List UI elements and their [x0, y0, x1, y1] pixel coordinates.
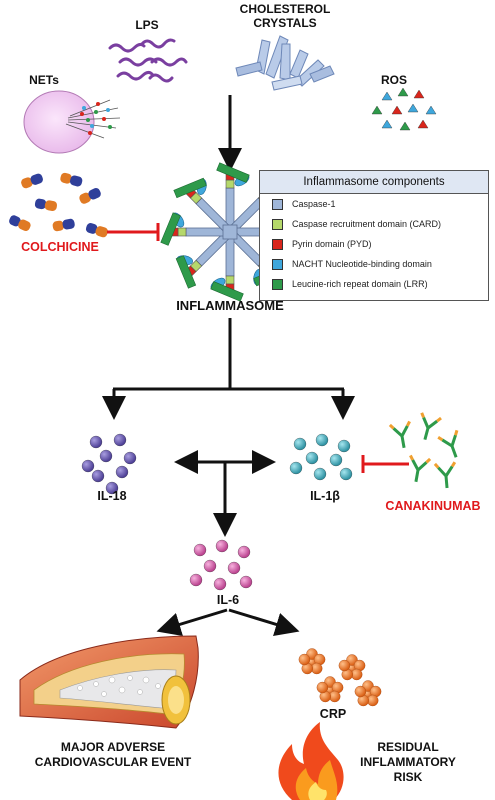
branch-arrows [102, 318, 355, 420]
legend-label: NACHT Nucleotide-binding domain [292, 259, 432, 269]
cholesterol-label-line1: CHOLESTEROL [240, 2, 331, 16]
legend-item-caspase-1: Caspase-1 [260, 194, 488, 214]
colchicine-label: COLCHICINE [21, 240, 99, 254]
il6-label: IL-6 [217, 593, 239, 607]
risk-label-line1: RESIDUAL [377, 740, 438, 754]
legend-swatch-nacht [272, 258, 283, 270]
fire-icon [278, 722, 344, 800]
cholesterol-crystals-icon [235, 35, 335, 91]
legend-title: Inflammasome components [260, 171, 488, 194]
legend-swatch-card [272, 218, 283, 230]
risk-label-line3: RISK [394, 770, 423, 784]
legend-label: Caspase recruitment domain (CARD) [292, 219, 442, 229]
canakinumab-inhibition-line [361, 455, 409, 473]
colchicine-inhibition-line [107, 223, 160, 241]
legend-item-lrr: Leucine-rich repeat domain (LRR) [260, 274, 488, 294]
il18-molecules-icon [81, 433, 137, 495]
il-crosstalk-arrows [174, 450, 276, 537]
legend-label: Caspase-1 [292, 199, 336, 209]
ros-label: ROS [381, 73, 407, 87]
legend-label: Leucine-rich repeat domain (LRR) [292, 279, 428, 289]
legend-swatch-lrr [272, 278, 283, 290]
canakinumab-label: CANAKINUMAB [385, 499, 480, 513]
inflammasome-structure-icon [160, 162, 300, 302]
il6-molecules-icon [189, 539, 253, 591]
legend-item-pyd: Pyrin domain (PYD) [260, 234, 488, 254]
legend-item-card: Caspase recruitment domain (CARD) [260, 214, 488, 234]
lps-icon [108, 38, 188, 83]
risk-label-line2: INFLAMMATORY [360, 755, 456, 769]
nets-cell-icon [23, 90, 121, 154]
il18-label: IL-18 [97, 489, 126, 503]
il1b-molecules-icon [289, 433, 353, 481]
ros-icon [371, 87, 437, 131]
inflammasome-label: INFLAMMASOME [176, 298, 284, 313]
canakinumab-antibodies-icon [388, 412, 459, 489]
mace-label-line2: CARDIOVASCULAR EVENT [35, 755, 192, 769]
il6-outcome-arrows [156, 608, 300, 636]
inflammasome-legend: Inflammasome components Caspase-1 Caspas… [259, 170, 489, 301]
crp-molecules-icon [298, 648, 382, 707]
mace-label-line1: MAJOR ADVERSE [61, 740, 165, 754]
cholesterol-label-line2: CRYSTALS [253, 16, 316, 30]
legend-swatch-caspase-1 [272, 198, 283, 210]
legend-item-nacht: NACHT Nucleotide-binding domain [260, 254, 488, 274]
colchicine-capsules-icon [9, 172, 108, 238]
lps-label: LPS [135, 18, 158, 32]
legend-label: Pyrin domain (PYD) [292, 239, 372, 249]
atherosclerotic-vessel-icon [19, 635, 199, 729]
nets-label: NETs [29, 73, 59, 87]
crp-label: CRP [320, 707, 346, 721]
il1b-label: IL-1β [310, 489, 340, 503]
legend-swatch-pyd [272, 238, 283, 250]
